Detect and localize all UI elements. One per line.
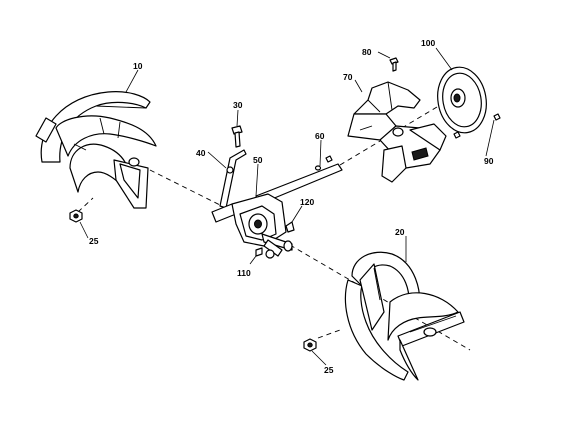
- callout-50: 50: [253, 155, 263, 165]
- callout-10: 10: [133, 61, 143, 71]
- callout-90: 90: [484, 156, 494, 166]
- callout-40: 40: [196, 148, 206, 158]
- callout-30: 30: [233, 100, 243, 110]
- callout-25-right: 25: [324, 365, 334, 375]
- pulley-100: [437, 66, 487, 134]
- callout-120: 120: [300, 197, 314, 207]
- bolt-30: [231, 125, 243, 148]
- fitting-120: [285, 221, 295, 233]
- screw-90-a: [493, 113, 501, 121]
- gearbox-assembly: [211, 163, 343, 259]
- right-auger: [344, 251, 465, 381]
- screw-110: [255, 247, 263, 257]
- screw-90-b: [453, 131, 461, 139]
- callout-110: 110: [237, 268, 251, 278]
- nut-right: [303, 338, 317, 352]
- leader-lines: [79, 47, 495, 366]
- callout-20: 20: [395, 227, 405, 237]
- callout-80: 80: [362, 47, 372, 57]
- callout-70: 70: [343, 72, 353, 82]
- callout-100: 100: [421, 38, 435, 48]
- housing-70: [347, 81, 447, 183]
- screw-80: [389, 57, 399, 72]
- callout-60: 60: [315, 131, 325, 141]
- nut-left: [69, 209, 83, 223]
- callout-labels: 10 20 25 25 30 40 50 60 70 80 90 100 110…: [89, 38, 494, 375]
- callout-25-left: 25: [89, 236, 99, 246]
- left-auger: [35, 91, 157, 209]
- key-60-b: [325, 155, 333, 163]
- key-60-a: [314, 165, 322, 171]
- vent-tube: [219, 149, 247, 209]
